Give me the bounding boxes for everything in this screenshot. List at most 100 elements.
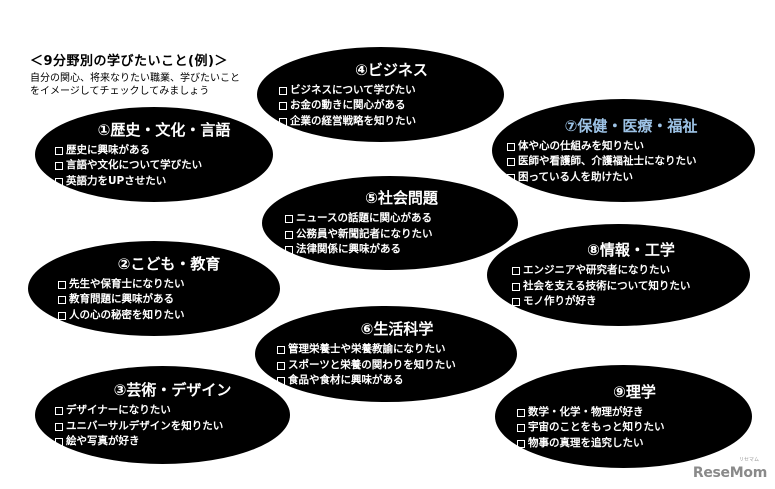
checkbox-icon[interactable]	[55, 162, 63, 170]
checklist-item-label: 企業の経営戦略を知りたい	[290, 114, 416, 127]
field-oval-social: ⑤社会問題 ニュースの話題に関心がある 公務員や新聞記者になりたい 法律関係に興…	[262, 176, 518, 270]
checkbox-icon[interactable]	[285, 246, 293, 254]
checklist-item[interactable]: 社会を支える技術について知りたい	[512, 279, 750, 295]
checkbox-icon[interactable]	[507, 173, 515, 182]
checklist-item[interactable]: 絵や写真が好き	[55, 434, 290, 450]
diagram-title: ＜9分野別の学びたいこと(例)＞	[30, 54, 228, 69]
checkbox-icon[interactable]	[58, 296, 66, 304]
checkbox-icon[interactable]	[55, 146, 63, 155]
checkbox-icon[interactable]	[279, 86, 287, 95]
checklist-item[interactable]: お金の動きに関心がある	[279, 98, 504, 114]
checklist-item-label: エンジニアや研究者になりたい	[523, 264, 670, 277]
checkbox-icon[interactable]	[55, 407, 63, 415]
checklist-item-label: 法律関係に興味がある	[296, 243, 401, 256]
checkbox-icon[interactable]	[512, 298, 520, 306]
field-title: ⑤社会問題	[365, 189, 438, 208]
checkbox-icon[interactable]	[58, 311, 66, 320]
field-oval-child: ②こども・教育 先生や保育士になりたい 教育問題に興味がある 人の心の秘密を知り…	[28, 241, 280, 336]
field-title: ⑧情報・工学	[587, 241, 675, 260]
checkbox-icon[interactable]	[55, 177, 63, 186]
checklist: エンジニアや研究者になりたい 社会を支える技術について知りたい モノ作りが好き	[512, 263, 750, 310]
checklist-item-label: 困っている人を助けたい	[518, 170, 633, 183]
checkbox-icon[interactable]	[512, 282, 520, 291]
checklist: 先生や保育士になりたい 教育問題に興味がある 人の心の秘密を知りたい	[58, 277, 280, 324]
checklist-item[interactable]: スポーツと栄養の関わりを知りたい	[277, 358, 517, 374]
checklist-item[interactable]: ユニバーサルデザインを知りたい	[55, 419, 290, 435]
checklist-item[interactable]: モノ作りが好き	[512, 294, 750, 310]
checkbox-icon[interactable]	[285, 215, 293, 223]
checklist-item[interactable]: 物事の真理を追究したい	[517, 436, 752, 452]
checklist-item-label: 社会を支える技術について知りたい	[523, 279, 691, 292]
checkbox-icon[interactable]	[58, 280, 66, 289]
field-title: ①歴史・文化・言語	[97, 120, 231, 139]
checklist-item[interactable]: 体や心の仕組みを知りたい	[507, 139, 755, 155]
checklist: 管理栄養士や栄養教諭になりたい スポーツと栄養の関わりを知りたい 食品や食材に興…	[277, 342, 517, 389]
logo-ruby: リセマム	[738, 457, 759, 463]
checklist-item[interactable]: 宇宙のことをもっと知りたい	[517, 420, 752, 436]
checkbox-icon[interactable]	[507, 142, 515, 151]
checkbox-icon[interactable]	[279, 117, 287, 126]
checklist-item-label: お金の動きに関心がある	[290, 99, 406, 112]
checklist-item[interactable]: 人の心の秘密を知りたい	[58, 308, 280, 324]
checkbox-icon[interactable]	[285, 230, 293, 239]
field-title: ③芸術・デザイン	[113, 381, 232, 400]
checklist: ビジネスについて学びたい お金の動きに関心がある 企業の経営戦略を知りたい	[279, 83, 504, 130]
checklist-item-label: 食品や食材に興味がある	[288, 374, 404, 387]
checkbox-icon[interactable]	[517, 424, 525, 432]
checklist-item-label: スポーツと栄養の関わりを知りたい	[288, 358, 456, 371]
checklist-item[interactable]: 困っている人を助けたい	[507, 170, 755, 186]
field-title: ②こども・教育	[117, 254, 221, 273]
checklist-item[interactable]: 教育問題に興味がある	[58, 292, 280, 308]
checklist-item-label: 言語や文化について学びたい	[66, 159, 203, 172]
checklist-item-label: 教育問題に興味がある	[69, 293, 174, 306]
checklist: 歴史に興味がある 言語や文化について学びたい 英語力をUPさせたい	[55, 143, 273, 190]
checklist-item-label: ビジネスについて学びたい	[290, 83, 416, 96]
diagram-description: 自分の関心、将来なりたい職業、学びたいこと をイメージしてチェックしてみましょう	[30, 72, 290, 98]
checklist-item[interactable]: 管理栄養士や栄養教諭になりたい	[277, 342, 517, 358]
checklist: 体や心の仕組みを知りたい 医師や看護師、介護福祉士になりたい 困っている人を助け…	[507, 139, 755, 186]
checklist-item[interactable]: 英語力をUPさせたい	[55, 174, 273, 190]
checklist-item-label: 医師や看護師、介護福祉士になりたい	[518, 155, 697, 168]
checklist-item-label: 人の心の秘密を知りたい	[69, 308, 185, 321]
checklist-item[interactable]: 医師や看護師、介護福祉士になりたい	[507, 154, 755, 170]
checkbox-icon[interactable]	[277, 377, 285, 385]
checklist-item[interactable]: 公務員や新聞記者になりたい	[285, 227, 518, 243]
field-title: ⑥生活科学	[360, 320, 434, 339]
checklist-item[interactable]: 歴史に興味がある	[55, 143, 273, 159]
checklist-item-label: 物事の真理を追究したい	[528, 436, 644, 449]
checkbox-icon[interactable]	[55, 422, 63, 431]
checklist-item[interactable]: 食品や食材に興味がある	[277, 373, 517, 389]
checkbox-icon[interactable]	[517, 408, 525, 417]
checklist-item[interactable]: 数学・化学・物理が好き	[517, 405, 752, 421]
checkbox-icon[interactable]	[277, 361, 285, 370]
checkbox-icon[interactable]	[517, 439, 525, 448]
header: ＜9分野別の学びたいこと(例)＞ 自分の関心、将来なりたい職業、学びたいこと を…	[30, 50, 290, 98]
checklist-item-label: 英語力をUPさせたい	[66, 174, 167, 187]
checklist-item-label: 管理栄養士や栄養教諭になりたい	[288, 343, 446, 356]
field-title: ④ビジネス	[355, 60, 428, 79]
checkbox-icon[interactable]	[507, 158, 515, 166]
checklist-item[interactable]: 先生や保育士になりたい	[58, 277, 280, 293]
field-oval-history: ①歴史・文化・言語 歴史に興味がある 言語や文化について学びたい 英語力をUPさ…	[35, 107, 273, 202]
checklist-item-label: 体や心の仕組みを知りたい	[518, 139, 644, 152]
checklist-item[interactable]: 法律関係に興味がある	[285, 242, 518, 258]
checkbox-icon[interactable]	[279, 102, 287, 110]
checkbox-icon[interactable]	[277, 346, 285, 354]
checklist-item-label: 宇宙のことをもっと知りたい	[528, 421, 665, 434]
checklist-item-label: 歴史に興味がある	[66, 143, 150, 156]
checklist-item[interactable]: 企業の経営戦略を知りたい	[279, 114, 504, 130]
checklist: ニュースの話題に関心がある 公務員や新聞記者になりたい 法律関係に興味がある	[285, 211, 518, 258]
checklist-item-label: 先生や保育士になりたい	[69, 277, 185, 290]
field-oval-science: ⑨理学 数学・化学・物理が好き 宇宙のことをもっと知りたい 物事の真理を追究した…	[495, 365, 752, 468]
checklist: 数学・化学・物理が好き 宇宙のことをもっと知りたい 物事の真理を追究したい	[517, 405, 752, 452]
checkbox-icon[interactable]	[512, 267, 520, 275]
checklist-item[interactable]: ニュースの話題に関心がある	[285, 211, 518, 227]
checklist-item[interactable]: デザイナーになりたい	[55, 403, 290, 419]
checklist-item-label: モノ作りが好き	[523, 295, 597, 308]
checklist: デザイナーになりたい ユニバーサルデザインを知りたい 絵や写真が好き	[55, 403, 290, 450]
checklist-item[interactable]: 言語や文化について学びたい	[55, 158, 273, 174]
checkbox-icon[interactable]	[55, 438, 63, 446]
description-line-1: 自分の関心、将来なりたい職業、学びたいこと	[30, 73, 240, 84]
checklist-item[interactable]: ビジネスについて学びたい	[279, 83, 504, 99]
checklist-item[interactable]: エンジニアや研究者になりたい	[512, 263, 750, 279]
